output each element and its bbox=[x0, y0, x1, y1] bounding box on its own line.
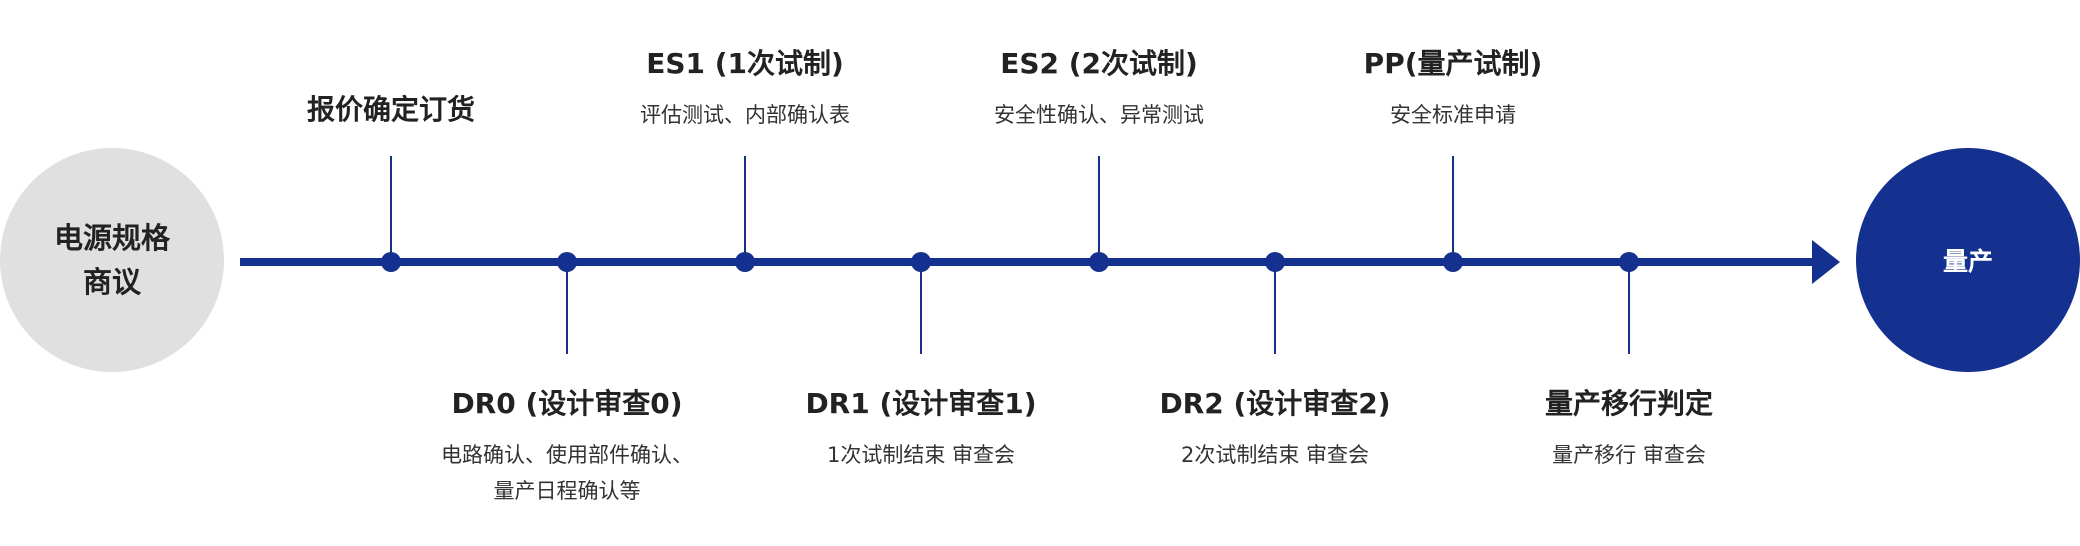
milestone-title: DR0 (设计审查0) bbox=[451, 387, 683, 420]
milestone-title: 报价确定订货 bbox=[306, 93, 475, 126]
start-node-line1: 电源规格 bbox=[53, 221, 170, 255]
milestone-dot bbox=[1089, 252, 1109, 272]
milestone-title: ES1 (1次试制) bbox=[646, 47, 844, 80]
milestone-dot bbox=[1265, 252, 1285, 272]
milestone-desc: 量产移行 审查会 bbox=[1552, 443, 1706, 467]
milestone-title: 量产移行判定 bbox=[1544, 387, 1713, 420]
milestone-connector bbox=[390, 156, 392, 262]
milestone-connector bbox=[744, 156, 746, 262]
milestone-title: DR2 (设计审查2) bbox=[1159, 387, 1391, 420]
milestone-desc: 安全性确认、异常测试 bbox=[994, 103, 1204, 127]
milestone-dot bbox=[1443, 252, 1463, 272]
start-node-spec-discussion: 电源规格商议 bbox=[0, 148, 224, 372]
milestone-title: PP(量产试制) bbox=[1363, 47, 1543, 80]
milestone-connector bbox=[1628, 262, 1630, 354]
milestone-desc: 1次试制结束 审查会 bbox=[826, 443, 1016, 467]
milestone-title: ES2 (2次试制) bbox=[1000, 47, 1198, 80]
milestone-connector bbox=[920, 262, 922, 354]
milestone-connector bbox=[1098, 156, 1100, 262]
milestone-connector bbox=[566, 262, 568, 354]
milestone-title: DR1 (设计审查1) bbox=[805, 387, 1037, 420]
start-node-line2: 商议 bbox=[82, 265, 141, 299]
milestone-desc-line2: 量产日程确认等 bbox=[493, 479, 641, 503]
milestone-desc: 电路确认、使用部件确认、 bbox=[441, 443, 693, 467]
timeline-axis bbox=[240, 258, 1818, 266]
milestone-dot bbox=[735, 252, 755, 272]
milestone-desc: 安全标准申请 bbox=[1390, 103, 1516, 127]
timeline-arrowhead-icon bbox=[1812, 240, 1840, 284]
milestone-connector bbox=[1452, 156, 1454, 262]
milestone-desc: 2次试制结束 审查会 bbox=[1180, 443, 1370, 467]
milestone-dot bbox=[557, 252, 577, 272]
end-node-label: 量产 bbox=[1942, 247, 1993, 276]
milestone-dot bbox=[911, 252, 931, 272]
milestone-connector bbox=[1274, 262, 1276, 354]
end-node-mass-production: 量产 bbox=[1856, 148, 2080, 372]
milestone-desc: 评估测试、内部确认表 bbox=[640, 103, 850, 127]
milestone-dot bbox=[381, 252, 401, 272]
milestone-dot bbox=[1619, 252, 1639, 272]
